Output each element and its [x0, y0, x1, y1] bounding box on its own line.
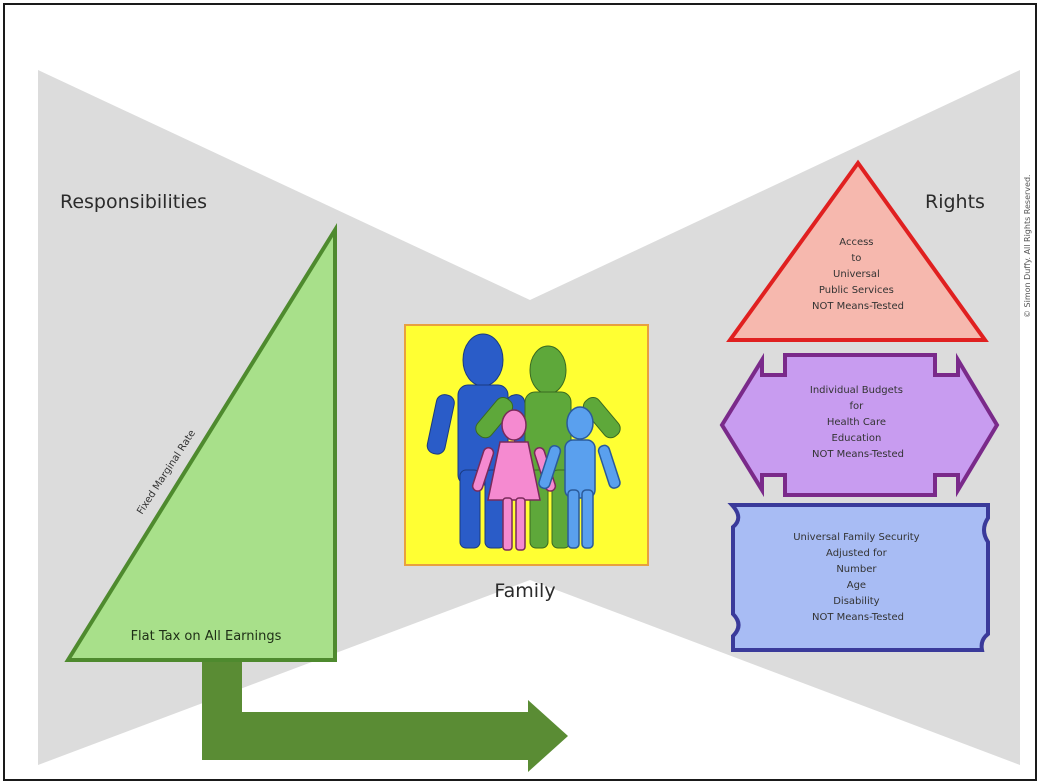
family-security-text: Universal Family Security Adjusted for N…	[793, 532, 923, 623]
flat-tax-label: Flat Tax on All Earnings	[131, 629, 282, 644]
rights-title: Rights	[925, 191, 985, 213]
public-services-triangle	[726, 159, 989, 342]
public-services-text: Access to Universal Public Services NOT …	[812, 237, 904, 312]
child-blue-figure	[538, 406, 621, 549]
responsibilities-title: Responsibilities	[60, 191, 207, 213]
flat-tax-triangle	[64, 222, 337, 662]
family-figures-icon	[426, 333, 621, 551]
individual-budgets-arrow	[719, 352, 1000, 498]
family-label: Family	[494, 580, 555, 602]
copyright-notice: © Simon Duffy. All Rights Reserved.	[1023, 174, 1032, 318]
family-security-scroll	[727, 503, 990, 652]
individual-budgets-text: Individual Budgets for Health Care Educa…	[810, 385, 906, 460]
tax-flow-arrow	[202, 655, 568, 772]
